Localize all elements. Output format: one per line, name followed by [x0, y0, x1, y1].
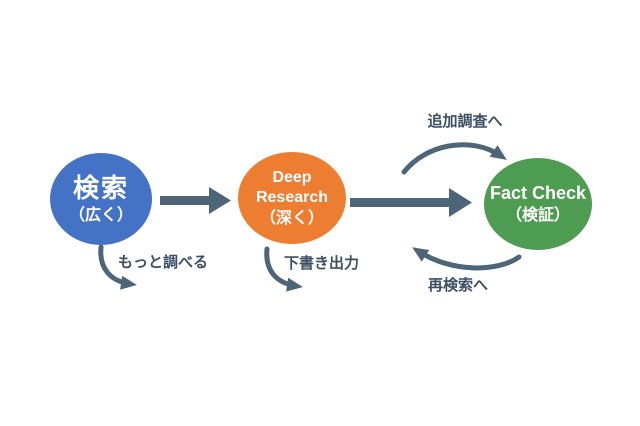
edge-label-more-investigate: もっと調べる [118, 254, 209, 271]
edge-label-draft-output: 下書き出力 [284, 255, 360, 272]
edge-label-re-search: 再検索へ [427, 277, 488, 294]
node-fact-check-title: Fact Check [489, 183, 587, 204]
curved-arrow-draft-output-icon [264, 246, 303, 292]
node-fact-check: Fact Check （検証） [484, 158, 592, 250]
curved-arrow-more-investigate-icon [98, 244, 137, 290]
node-deep-research: Deep Research （深く） [238, 152, 346, 244]
edge-label-additional-research: 追加調査へ [427, 113, 503, 130]
node-search-subtitle: （広く） [68, 206, 133, 224]
node-search: 検索 （広く） [50, 153, 152, 245]
curved-arrow-additional-research-icon [401, 142, 507, 175]
curved-arrow-re-search-icon [412, 247, 522, 271]
arrow-search-to-deep-research-icon [160, 187, 231, 214]
node-search-title: 検索 [72, 173, 129, 204]
arrow-deep-research-to-fact-check-icon [350, 188, 472, 217]
node-deep-research-title: Deep Research [255, 168, 329, 206]
node-deep-research-subtitle: （深く） [259, 209, 324, 227]
node-fact-check-subtitle: （検証） [505, 206, 570, 224]
